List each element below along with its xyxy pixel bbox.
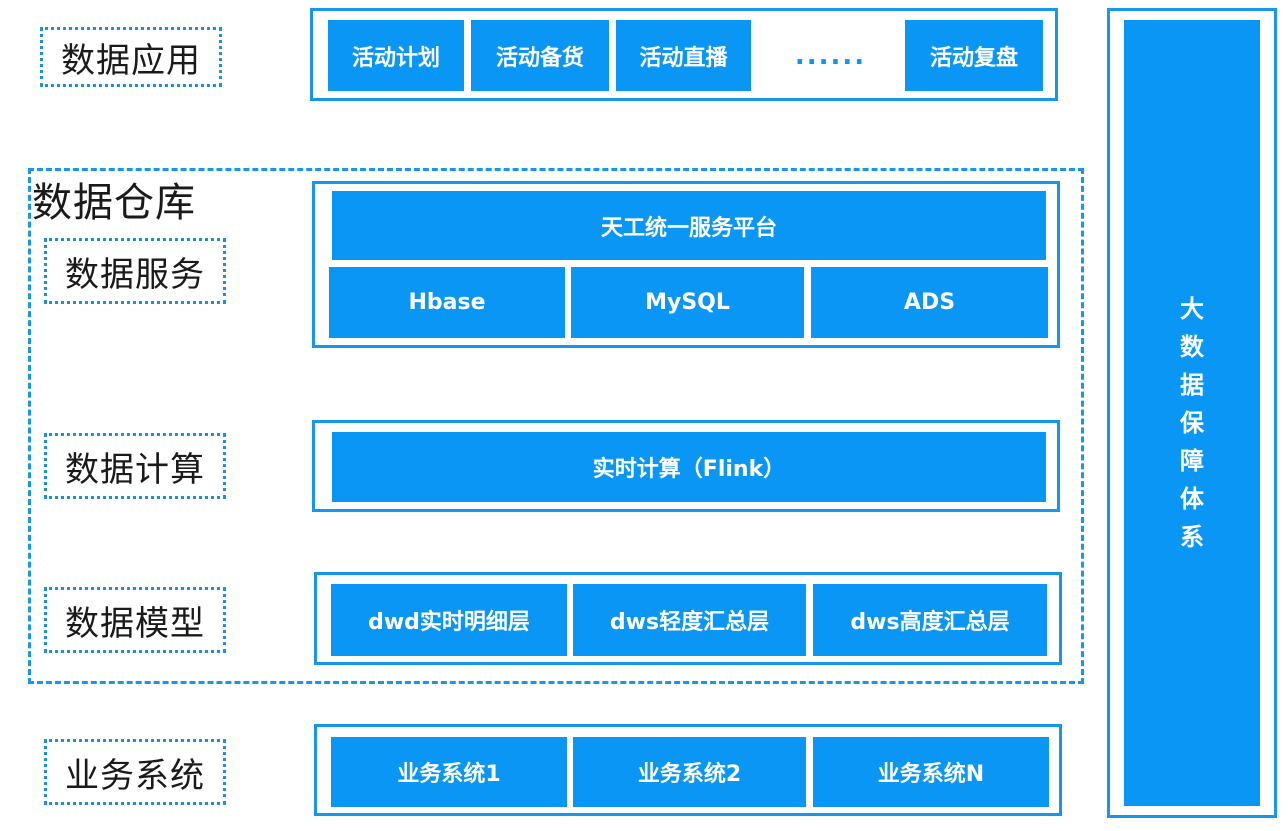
guarantee-char: 系 [1180,523,1204,551]
guarantee-char: 体 [1180,485,1204,513]
guarantee-char: 保 [1180,409,1204,437]
data-model-frame: dwd实时明细层 dws轻度汇总层 dws高度汇总层 [314,572,1062,665]
business-system-n: 业务系统N [813,737,1049,807]
store-mysql: MySQL [571,267,804,338]
model-dws-high: dws高度汇总层 [813,584,1047,656]
business-system-2: 业务系统2 [573,737,806,807]
guarantee-char: 障 [1180,447,1204,475]
realtime-compute-flink: 实时计算（Flink） [332,432,1046,502]
label-business-system: 业务系统 [44,739,226,805]
app-item-review: 活动复盘 [905,20,1043,91]
unified-service-platform: 天工统一服务平台 [332,191,1046,260]
label-data-application: 数据应用 [40,27,222,87]
business-system-frame: 业务系统1 业务系统2 业务系统N [314,724,1062,816]
model-dws-light: dws轻度汇总层 [573,584,806,656]
data-warehouse-frame [28,168,1084,684]
data-application-frame: 活动计划 活动备货 活动直播 ...... 活动复盘 [310,8,1058,101]
model-dwd-detail: dwd实时明细层 [331,584,567,656]
label-data-model: 数据模型 [44,587,226,653]
app-item-stocking: 活动备货 [471,20,609,91]
business-system-1: 业务系统1 [331,737,567,807]
data-service-frame: 天工统一服务平台 Hbase MySQL ADS [312,181,1060,348]
store-hbase: Hbase [329,267,565,338]
data-compute-frame: 实时计算（Flink） [312,420,1060,512]
app-item-live: 活动直播 [616,20,751,91]
guarantee-char: 据 [1180,371,1204,399]
label-data-service: 数据服务 [44,238,226,304]
big-data-guarantee-frame: 大 数 据 保 障 体 系 [1107,8,1277,818]
data-warehouse-title: 数据仓库 [32,180,196,226]
label-data-compute: 数据计算 [44,433,226,499]
guarantee-char: 数 [1180,333,1204,361]
app-item-ellipsis: ...... [794,40,867,71]
store-ads: ADS [811,267,1048,338]
big-data-guarantee-system: 大 数 据 保 障 体 系 [1124,20,1260,806]
app-item-plan: 活动计划 [328,20,464,91]
guarantee-char: 大 [1180,295,1204,323]
